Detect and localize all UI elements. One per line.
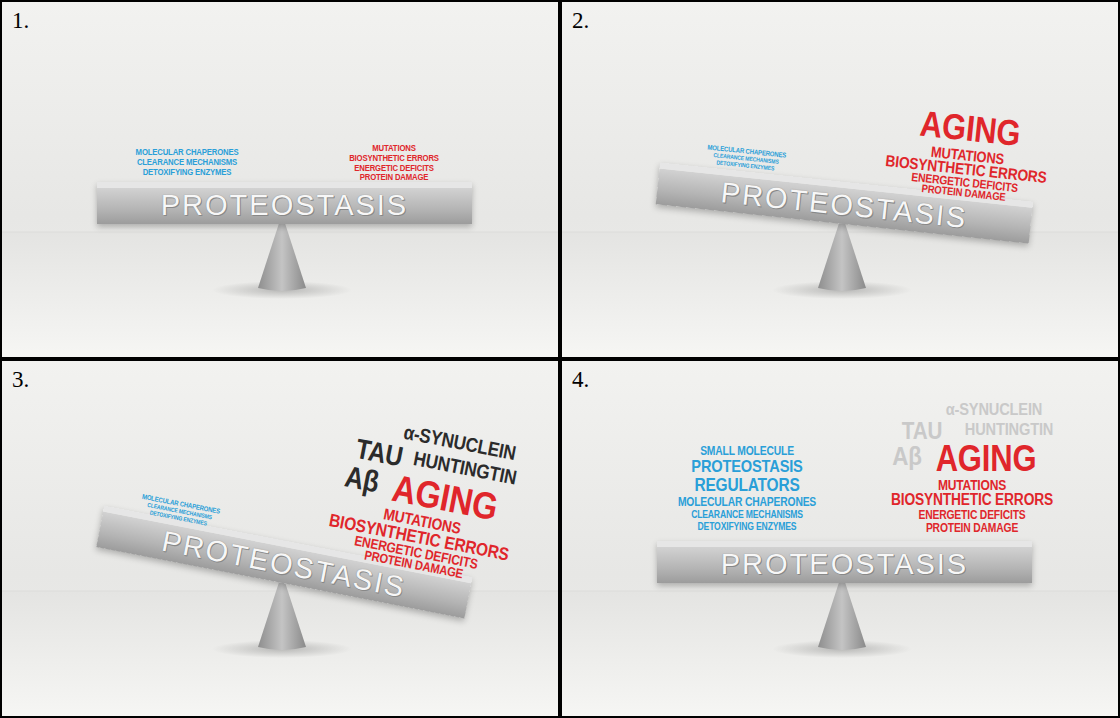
balance-beam: PROTEOSTASIS (657, 541, 1032, 583)
balance-word: PROTEIN DAMAGE (926, 522, 1018, 534)
balance-word: ENERGETIC DEFICITS (918, 509, 1025, 521)
balance-word: MOLECULAR CHAPERONES (678, 496, 816, 508)
balance-word: MUTATIONS (372, 144, 415, 153)
balance-word: PROTEOSTASIS (691, 458, 802, 475)
balance-word: AGING (936, 441, 1037, 477)
balance-word: α-SYNUCLEIN (946, 401, 1042, 418)
balance-word: MOLECULAR CHAPERONES (136, 148, 239, 157)
beam-label: PROTEOSTASIS (97, 188, 472, 222)
beam-label: PROTEOSTASIS (657, 547, 1032, 581)
panel-number: 4. (572, 367, 589, 393)
balance-word: MUTATIONS (938, 478, 1006, 492)
balance-word: CLEARANCE MECHANISMS (691, 510, 803, 520)
panel-number: 2. (572, 8, 589, 34)
balance-word: BIOSYNTHETIC ERRORS (349, 154, 439, 163)
panel-number: 3. (12, 367, 29, 393)
panel-box: 1. PROTEOSTASIS MOLECULAR CHAPERONESCLEARA… (0, 0, 560, 359)
panel-box: 4.PROTEOSTASISSMALL MOLECULEPROTEOSTASIS… (560, 359, 1120, 718)
seesaw-group: PROTEOSTASISMOLECULAR CHAPERONESCLEARANC… (547, 0, 1120, 389)
balance-beam: PROTEOSTASIS (97, 182, 472, 224)
balance-word: DETOXIFYING ENZYMES (143, 168, 232, 177)
balance-word: PROTEIN DAMAGE (360, 173, 429, 182)
panel-box: 3.PROTEOSTASISMOLECULAR CHAPERONESCLEARA… (0, 359, 560, 718)
panel-number: 1. (12, 8, 29, 34)
seesaw-group: PROTEOSTASIS MOLECULAR CHAPERONESCLEARANC… (2, 2, 562, 361)
seesaw-group: PROTEOSTASISMOLECULAR CHAPERONESCLEARANC… (0, 311, 595, 718)
balance-word: BIOSYNTHETIC ERRORS (891, 492, 1053, 508)
balance-word: HUNTINGTIN (965, 421, 1053, 438)
balance-word: ENERGETIC DEFICITS (354, 164, 433, 173)
seesaw-group: PROTEOSTASISSMALL MOLECULEPROTEOSTASISRE… (562, 361, 1120, 718)
balance-word: Aβ (892, 443, 921, 469)
balance-word: CLEARANCE MECHANISMS (137, 158, 237, 167)
balance-word: SMALL MOLECULE (700, 445, 794, 457)
balance-word: Aβ (342, 461, 381, 497)
balance-word: REGULATORS (694, 476, 799, 494)
balance-word: TAU (902, 419, 942, 443)
panel-box: 2.PROTEOSTASISMOLECULAR CHAPERONESCLEARA… (560, 0, 1120, 359)
balance-word: DETOXIFYING ENZYMES (698, 522, 797, 532)
